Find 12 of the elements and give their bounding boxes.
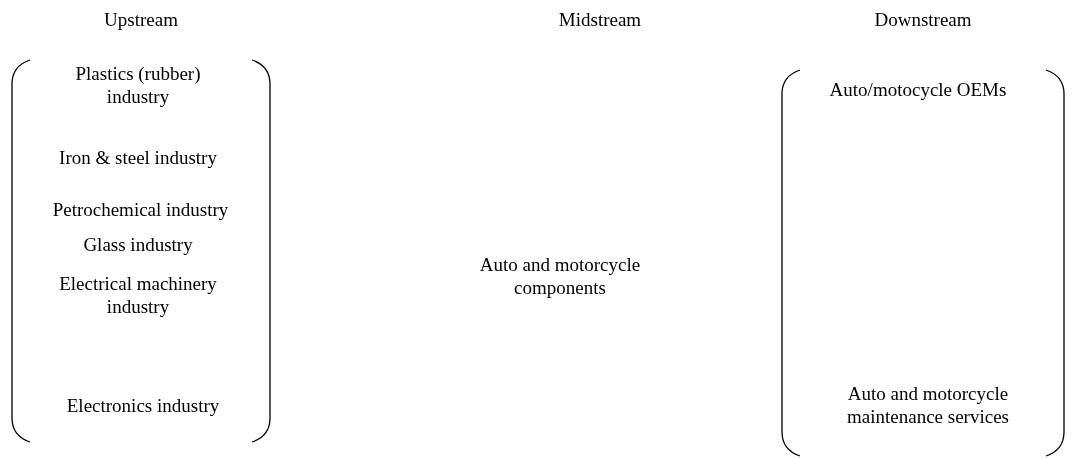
- item-text: Petrochemical industry: [18, 198, 263, 221]
- column-heading: Upstream: [103, 8, 179, 31]
- item-text: Glass industry: [48, 233, 228, 256]
- item-text: Auto and motorcycle components: [478, 253, 642, 299]
- item-text: Plastics (rubber) industry: [48, 62, 228, 108]
- item-text: Iron & steel industry: [28, 146, 248, 169]
- item-text: Electrical machinery industry: [28, 272, 248, 318]
- item-text: Electronics industry: [28, 394, 258, 417]
- column-heading: Downstream: [873, 8, 973, 31]
- item-text: Auto and motorcycle maintenance services: [798, 382, 1058, 428]
- item-text: Auto/motocycle OEMs: [793, 78, 1043, 101]
- column-heading: Midstream: [557, 8, 643, 31]
